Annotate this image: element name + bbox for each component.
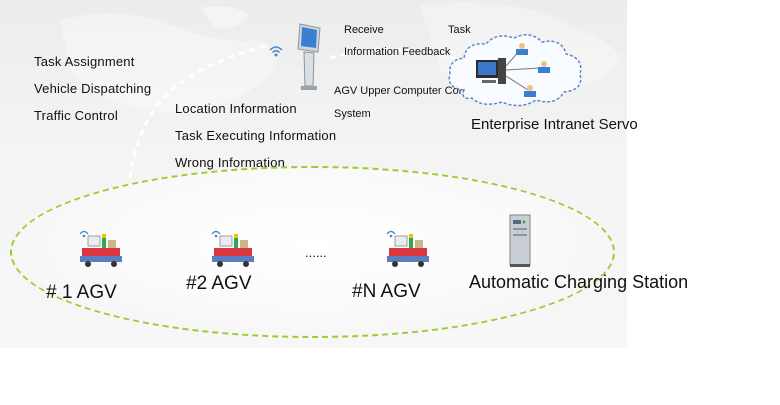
charging-station-label: Automatic Charging Station xyxy=(469,272,689,292)
agv-2-label: #2 AGV xyxy=(186,273,252,294)
info-task-executing: Task Executing Information xyxy=(175,128,337,143)
downlink-task: Task xyxy=(448,24,471,36)
agv-ellipsis: ...... xyxy=(305,245,327,260)
server-icon xyxy=(476,58,506,84)
downlink-feedback: Information Feedback xyxy=(344,46,451,58)
info-location: Location Information xyxy=(175,101,297,116)
info-wrong: Wrong Information xyxy=(175,155,286,170)
agv-1-label: # 1 AGV xyxy=(46,282,117,303)
wireless-link-curve xyxy=(128,43,471,179)
function-task-assignment: Task Assignment xyxy=(34,54,135,69)
upper-computer-kiosk-icon xyxy=(297,23,321,90)
agv-n-icon xyxy=(386,230,429,267)
user-icon-3 xyxy=(524,85,536,97)
upper-system-line1: AGV Upper Computer Control xyxy=(334,85,481,97)
agv-2-icon xyxy=(211,230,254,267)
upper-system-line2: System xyxy=(334,108,371,120)
intranet-cloud-icon xyxy=(448,34,582,107)
charging-station-icon xyxy=(509,214,531,267)
intranet-label: Enterprise Intranet Servo xyxy=(471,116,638,133)
agv-n-label: #N AGV xyxy=(352,281,421,302)
agv-1-icon xyxy=(79,230,122,267)
user-icon-1 xyxy=(516,43,528,55)
function-traffic-control: Traffic Control xyxy=(34,108,118,123)
user-icon-2 xyxy=(538,61,550,73)
function-vehicle-dispatching: Vehicle Dispatching xyxy=(34,81,152,96)
wifi-icon xyxy=(269,46,283,57)
downlink-receive: Receive xyxy=(344,24,384,36)
